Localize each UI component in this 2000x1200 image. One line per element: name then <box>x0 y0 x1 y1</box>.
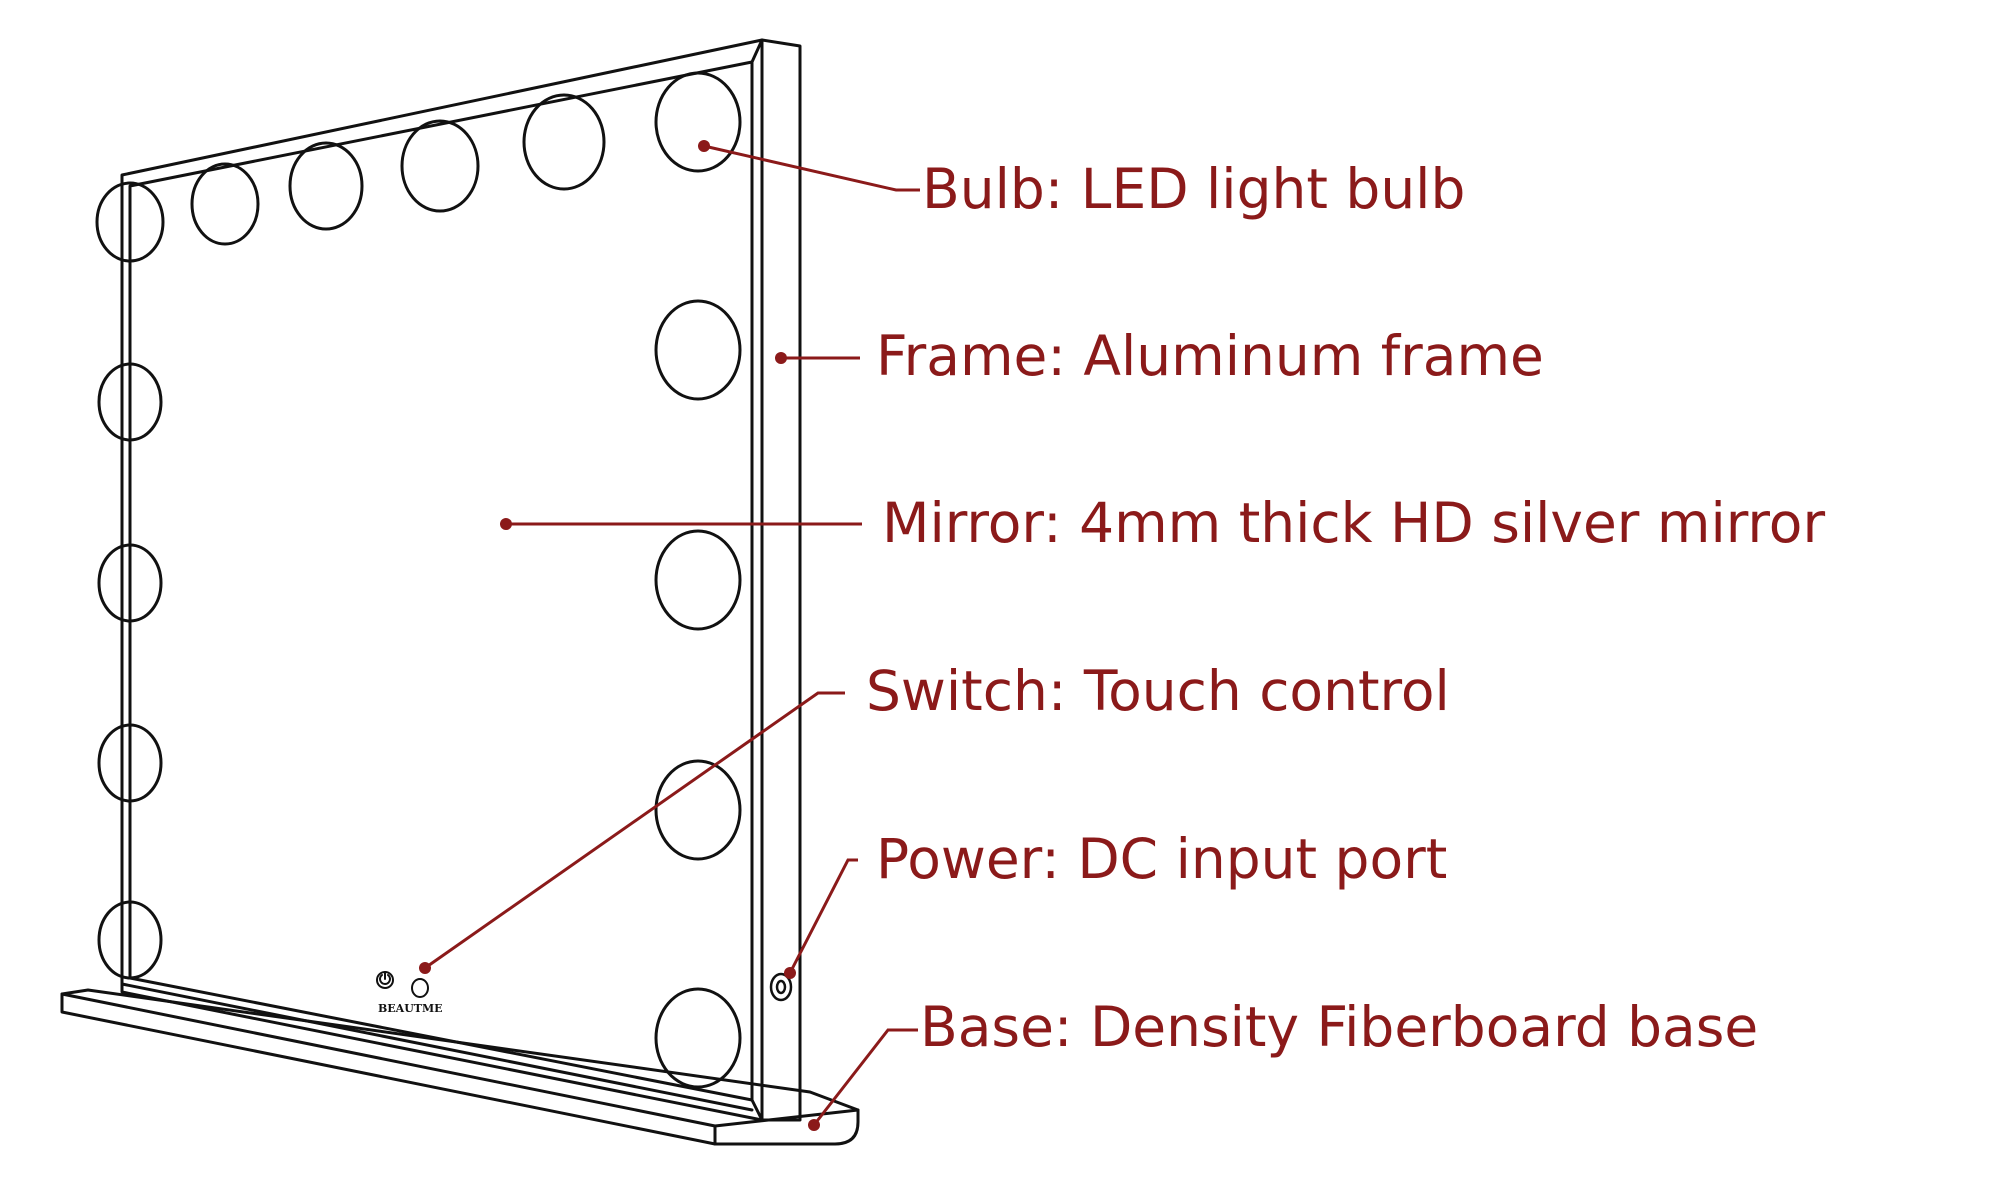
anchor-dot-mirror <box>500 518 512 530</box>
dc-port-icon <box>769 972 793 1002</box>
label-frame: Frame: Aluminum frame <box>876 324 1544 388</box>
label-power: Power: DC input port <box>876 827 1447 891</box>
bulb <box>97 900 163 980</box>
label-mirror: Mirror: 4mm thick HD silver mirror <box>882 491 1825 555</box>
leader-line-power <box>788 858 858 974</box>
base-front-edge <box>713 1108 860 1128</box>
mirror-bottom-lip <box>120 982 754 1112</box>
label-base: Base: Density Fiberboard base <box>920 995 1758 1059</box>
mirror-illustration <box>60 38 860 1146</box>
mirror-glass <box>128 60 754 1102</box>
touch-controls <box>376 971 429 998</box>
bulb-top-row <box>95 71 742 263</box>
anchor-dot-frame <box>775 352 787 364</box>
leader-lines <box>424 144 920 1126</box>
brand-text: BEAUTME <box>378 1002 443 1015</box>
bulb <box>400 119 480 213</box>
frame-inner-edge <box>750 38 764 64</box>
base-top-edge <box>60 992 717 1128</box>
callout-labels: Bulb: LED light bulb Frame: Aluminum fra… <box>866 157 1825 1059</box>
leader-line-switch <box>424 691 845 970</box>
bulb <box>288 141 364 231</box>
bulb <box>654 759 742 861</box>
bulb <box>522 93 606 191</box>
bulb-left-column <box>97 362 163 980</box>
bulb <box>95 181 165 263</box>
touch-circle-icon <box>411 978 429 998</box>
anchor-dot-base <box>808 1119 820 1131</box>
leader-line-base <box>812 1028 918 1126</box>
anchor-dot-bulb <box>698 140 710 152</box>
anchor-dot-switch <box>419 962 431 974</box>
leader-line-bulb <box>703 144 920 192</box>
frame-bottom-edge <box>750 1098 764 1122</box>
bulb <box>97 543 163 623</box>
power-symbol-glyph <box>379 971 391 985</box>
bulb <box>190 162 260 246</box>
base-outline <box>60 988 860 1146</box>
label-switch: Switch: Touch control <box>866 659 1450 723</box>
bulb <box>654 71 742 173</box>
bulb <box>97 362 163 442</box>
leader-anchors <box>419 140 820 1131</box>
bulb <box>654 299 742 401</box>
anchor-dot-power <box>784 967 796 979</box>
bulb-right-column <box>654 299 742 1089</box>
bulb <box>654 987 742 1089</box>
bulb <box>97 723 163 803</box>
label-bulb: Bulb: LED light bulb <box>922 157 1465 221</box>
bulb <box>654 529 742 631</box>
